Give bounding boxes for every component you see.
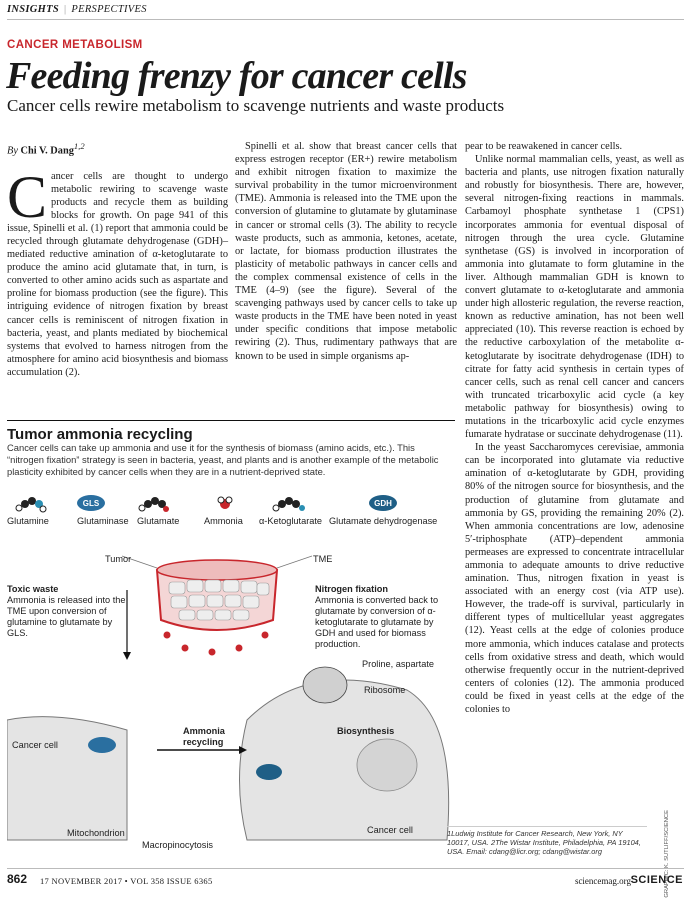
callout-nitrogen-fixation: Nitrogen fixation Ammonia is converted b… xyxy=(315,584,450,650)
nitrogen-fixation-body: Ammonia is converted back to glutamate b… xyxy=(315,595,439,649)
alpha-ketoglutarate-icon xyxy=(272,497,305,512)
figure-caption: Cancer cells can take up ammonia and use… xyxy=(7,442,439,477)
toxic-waste-body: Ammonia is released into the TME upon co… xyxy=(7,595,126,638)
toxic-waste-title: Toxic waste xyxy=(7,584,59,594)
issue-info: 17 NOVEMBER 2017 • VOL 358 ISSUE 6365 xyxy=(40,876,213,886)
label-macropinocytosis: Macropinocytosis xyxy=(142,840,213,850)
ammonia-molecules xyxy=(163,631,269,656)
label-biosynthesis: Biosynthesis xyxy=(337,726,395,736)
gdh-icon: GDH xyxy=(369,495,397,511)
label-ribosome: Ribosome xyxy=(364,685,406,695)
legend-ammonia: Ammonia xyxy=(204,516,243,526)
author-name: Chi V. Dang xyxy=(20,145,74,157)
label-tumor: Tumor xyxy=(105,554,132,564)
legend-glutamate-dehydrogenase: Glutamate dehydrogenase xyxy=(329,516,438,526)
kicker: CANCER METABOLISM xyxy=(7,39,143,51)
label-proline-aspartate: Proline, aspartate xyxy=(362,659,435,669)
label-tme: TME xyxy=(313,554,333,564)
cancer-cell-right xyxy=(239,679,450,841)
nucleus xyxy=(356,738,418,792)
paragraph: In the yeast Saccharomyces cerevisiae, a… xyxy=(465,442,684,716)
figure-title: Tumor ammonia recycling xyxy=(7,426,193,443)
label-mitochondrion: Mitochondrion xyxy=(67,828,125,838)
glutaminase-icon: GLS xyxy=(77,495,105,511)
paragraph: Spinelli et al. show that breast cancer … xyxy=(235,141,457,362)
label-ammonia-recycling: Ammonia recycling xyxy=(183,726,225,747)
paragraph: Unlike normal mammalian cells, yeast, as… xyxy=(465,154,684,441)
ribosome-icon xyxy=(302,666,348,704)
legend-glutamine: Glutamine xyxy=(7,516,49,526)
byline: By Chi V. Dang1,2 xyxy=(7,141,85,157)
legend-glutamate: Glutamate xyxy=(137,516,180,526)
column-2: Spinelli et al. show that breast cancer … xyxy=(235,140,457,363)
ammonia-icon xyxy=(217,496,233,509)
headline: Feeding frenzy for cancer cells xyxy=(6,55,467,97)
top-divider xyxy=(7,19,684,20)
glutamine-icon xyxy=(15,497,47,513)
gdh-badge: GDH xyxy=(374,499,392,508)
legend-glutaminase: Glutaminase xyxy=(77,516,129,526)
gls-badge: GLS xyxy=(83,499,100,508)
deck: Cancer cells rewire metabolism to scaven… xyxy=(7,96,505,115)
callout-toxic-waste: Toxic waste Ammonia is released into the… xyxy=(7,584,129,639)
site-url: sciencemag.org xyxy=(574,876,631,886)
cancer-cell-left xyxy=(7,716,128,841)
page-number: 862 xyxy=(7,872,28,886)
author-affiliations: 1Ludwig Institute for Cancer Research, N… xyxy=(447,826,647,857)
bottom-divider xyxy=(7,868,684,869)
section-header: INSIGHTS|PERSPECTIVES xyxy=(7,4,147,15)
paragraph: pear to be reawakened in cancer cells. xyxy=(465,141,623,152)
label-cancer-cell-left: Cancer cell xyxy=(12,740,58,750)
section-insights: INSIGHTS xyxy=(7,4,59,15)
figure-illustration: GLS GDH xyxy=(7,495,450,841)
nitrogen-fixation-title: Nitrogen fixation xyxy=(315,584,388,594)
column-3: pear to be reawakened in cancer cells. U… xyxy=(465,140,684,716)
glutamate-icon xyxy=(138,497,169,512)
figure-tumor-ammonia-recycling: Tumor ammonia recycling Cancer cells can… xyxy=(7,420,455,860)
legend-alpha-ketoglutarate: α-Ketoglutarate xyxy=(259,516,323,526)
tumor-cluster xyxy=(155,559,279,631)
drop-cap: C xyxy=(7,163,48,230)
label-cancer-cell-right: Cancer cell xyxy=(367,825,413,835)
journal-name: SCIENCE xyxy=(630,874,683,886)
figure-rule xyxy=(7,420,455,421)
section-perspectives: PERSPECTIVES xyxy=(71,4,147,15)
